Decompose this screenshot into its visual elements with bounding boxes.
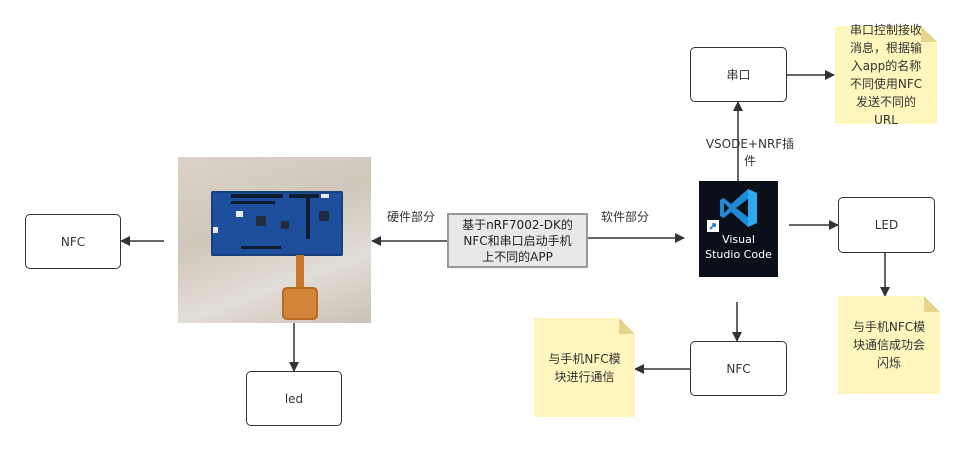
led-note[interactable]: 与手机NFC模 块通信成功会 闪烁	[838, 296, 940, 394]
center-goal-box[interactable]: 基于nRF7002-DK的 NFC和串口启动手机 上不同的APP	[447, 213, 588, 268]
software-nfc-box[interactable]: NFC	[690, 341, 787, 396]
vscode-plugin-edge-label: VSODE+NRF插 件	[705, 137, 795, 168]
hardware-edge-label: 硬件部分	[387, 210, 436, 224]
pcb-board	[211, 191, 343, 256]
nrf7002-dk-board-photo[interactable]	[178, 157, 371, 323]
hardware-nfc-box[interactable]: NFC	[25, 214, 121, 269]
hardware-nfc-label: NFC	[60, 234, 86, 249]
vscode-app-icon[interactable]: Visual Studio Code	[699, 181, 778, 277]
nfc-antenna	[282, 287, 318, 320]
serial-port-label: 串口	[726, 68, 751, 82]
nfc-flex-cable	[296, 255, 304, 293]
software-led-label: LED	[874, 218, 899, 232]
software-led-box[interactable]: LED	[838, 197, 935, 253]
serial-port-box[interactable]: 串口	[690, 47, 787, 102]
hardware-led-label: led	[284, 391, 304, 406]
shortcut-arrow-icon	[707, 220, 719, 232]
software-edge-label: 软件部分	[601, 210, 650, 224]
serial-note[interactable]: 串口控制接收 消息，根据输 入app的名称 不同使用NFC 发送不同的 URL	[835, 23, 937, 127]
hardware-led-box[interactable]: led	[246, 371, 342, 426]
nfc-note[interactable]: 与手机NFC模 块进行通信	[534, 318, 635, 417]
vscode-caption: Visual Studio Code	[705, 233, 772, 261]
software-nfc-label: NFC	[726, 361, 751, 376]
vscode-logo-icon	[719, 189, 757, 227]
